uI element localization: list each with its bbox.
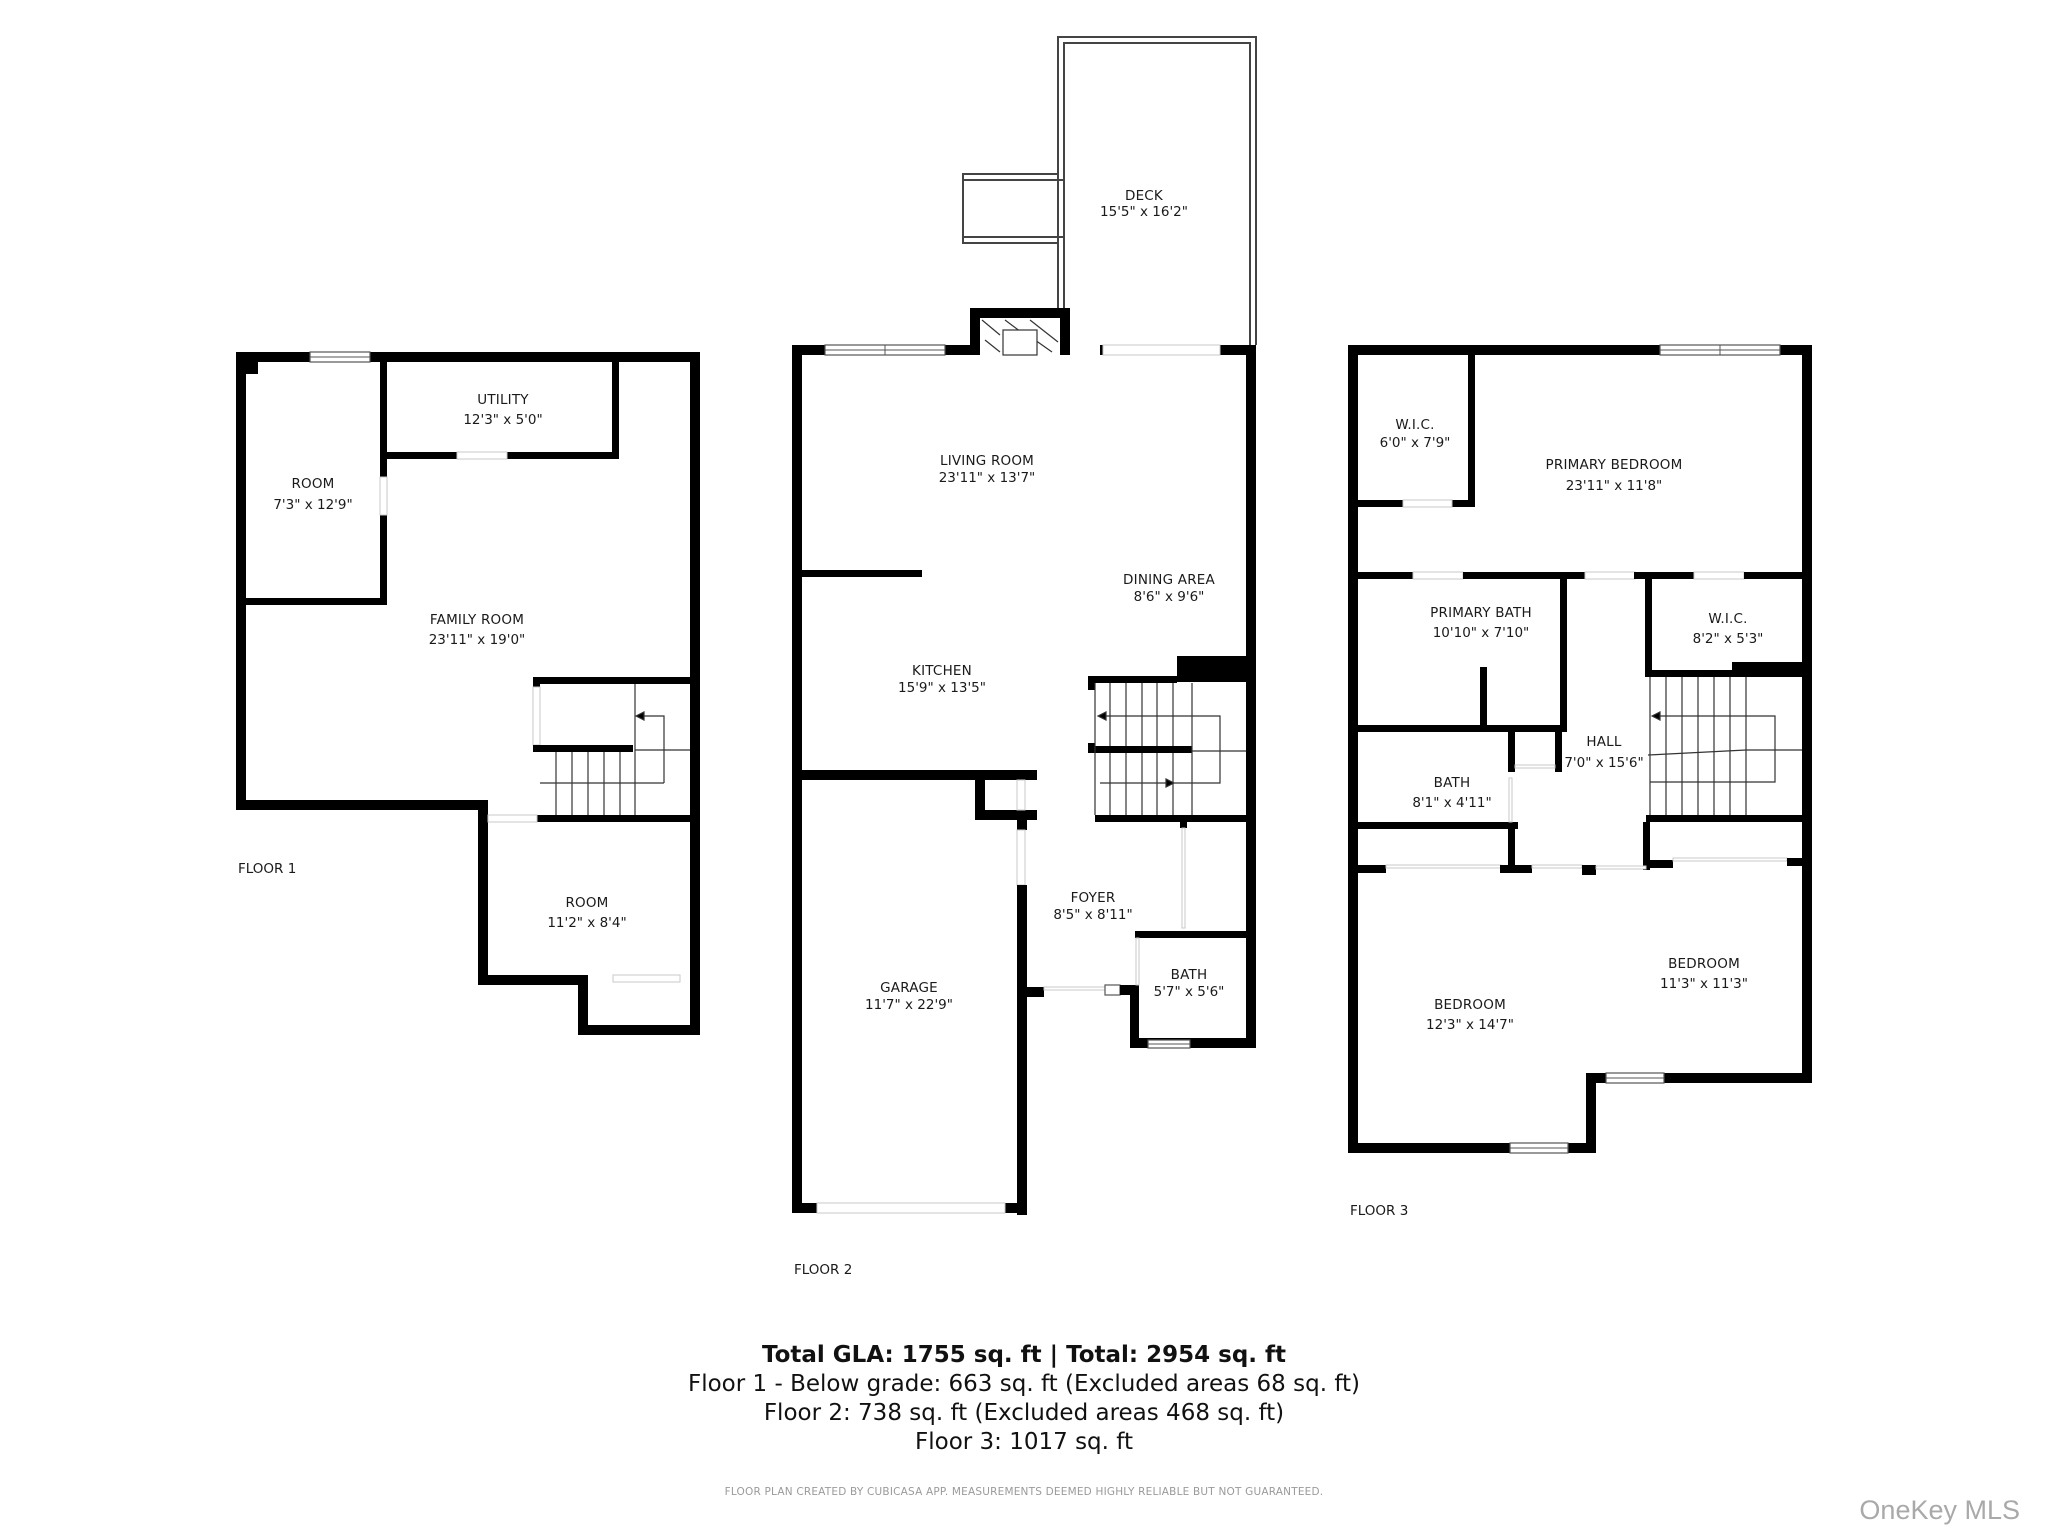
room-name: HALL [1586,734,1622,750]
room-name: FOYER [1071,890,1116,906]
room-name: KITCHEN [912,663,972,679]
floor-label: FLOOR 3 [1350,1203,1408,1219]
disclaimer: FLOOR PLAN CREATED BY CUBICASA APP. MEAS… [724,1486,1324,1498]
room-dimensions: 11'2" x 8'4" [547,915,626,931]
room-dimensions: 7'0" x 15'6" [1564,755,1643,771]
floor-2-area: Floor 2: 738 sq. ft (Excluded areas 468 … [763,1400,1285,1426]
room-name: PRIMARY BEDROOM [1546,457,1683,473]
floor-1-area: Floor 1 - Below grade: 663 sq. ft (Exclu… [687,1371,1361,1397]
room-name: ROOM [291,476,334,492]
room-name: W.I.C. [1395,417,1434,433]
area-summary: Total GLA: 1755 sq. ft | Total: 2954 sq.… [0,1340,2048,1457]
room-dimensions: 15'5" x 16'2" [1100,204,1188,220]
floor-3-staircase [1647,677,1802,815]
room-dimensions: 12'3" x 5'0" [463,412,542,428]
room-dimensions: 15'9" x 13'5" [898,680,986,696]
room-name: GARAGE [880,980,938,996]
room-name: DECK [1125,188,1164,204]
room-name: BATH [1434,775,1471,791]
room-name: DINING AREA [1123,572,1215,588]
room-dimensions: 8'6" x 9'6" [1134,589,1205,605]
total-area: Total GLA: 1755 sq. ft | Total: 2954 sq.… [761,1342,1287,1368]
watermark-logo: OneKey MLS [1859,1495,2020,1525]
room-name: BEDROOM [1668,956,1740,972]
room-dimensions: 6'0" x 7'9" [1380,435,1451,451]
room-name: BATH [1171,967,1208,983]
floor-label: FLOOR 2 [794,1262,852,1278]
room-name: ROOM [565,895,608,911]
room-dimensions: 5'7" x 5'6" [1154,984,1225,1000]
room-dimensions: 8'5" x 8'11" [1053,907,1132,923]
room-dimensions: 23'11" x 13'7" [939,470,1036,486]
room-dimensions: 11'3" x 11'3" [1660,976,1748,992]
room-name: UTILITY [477,392,529,408]
floor-1-plan: UTILITY 12'3" x 5'0" ROOM 7'3" x 12'9" F… [236,351,700,1035]
room-dimensions: 12'3" x 14'7" [1426,1017,1514,1033]
floor-1-staircase [540,684,690,815]
room-name: PRIMARY BATH [1430,605,1532,621]
room-name: FAMILY ROOM [430,612,524,628]
room-name: LIVING ROOM [940,453,1034,469]
room-dimensions: 7'3" x 12'9" [273,497,352,513]
room-dimensions: 11'7" x 22'9" [865,997,953,1013]
room-dimensions: 8'2" x 5'3" [1693,631,1764,647]
floor-label: FLOOR 1 [238,861,296,877]
room-name: BEDROOM [1434,997,1506,1013]
floor-2-staircase [1094,683,1246,815]
floor-2-plan: DECK 15'5" x 16'2" LIVING ROOM 23'11" x … [792,36,1257,1278]
room-name: W.I.C. [1708,611,1747,627]
room-dimensions: 23'11" x 19'0" [429,632,526,648]
room-dimensions: 8'1" x 4'11" [1412,795,1491,811]
room-dimensions: 10'10" x 7'10" [1433,625,1530,641]
room-dimensions: 23'11" x 11'8" [1566,478,1663,494]
floor-3-plan: W.I.C. 6'0" x 7'9" PRIMARY BEDROOM 23'11… [1348,344,1812,1219]
floor-3-area: Floor 3: 1017 sq. ft [915,1429,1133,1455]
